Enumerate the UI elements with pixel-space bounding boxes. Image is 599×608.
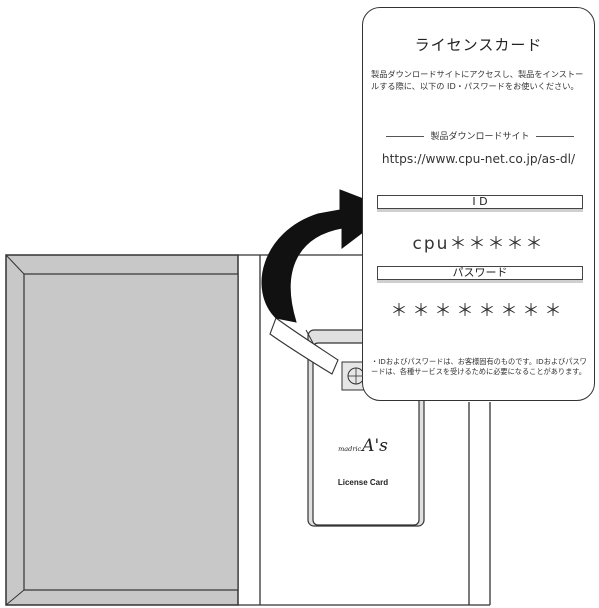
download-site-heading-text: 製品ダウンロードサイト xyxy=(430,132,530,142)
heading-rule-right xyxy=(535,136,574,137)
download-site-heading: 製品ダウンロードサイト xyxy=(373,129,587,142)
card-title: ライセンスカード xyxy=(414,36,543,54)
heading-rule-left xyxy=(386,136,425,137)
license-card: ライセンスカード 製品ダウンロードサイトにアクセスし、製品をインストールする際に… xyxy=(362,7,595,401)
package-body xyxy=(238,254,491,606)
id-value: cpu＊＊＊＊＊ xyxy=(412,234,545,254)
package-lid xyxy=(5,254,239,606)
small-card-logo-prefix: madric xyxy=(338,445,362,453)
card-note: ・IDおよびパスワードは、お客様固有のものです。IDおよびパスワードは、各種サー… xyxy=(371,357,587,376)
card-intro-text: 製品ダウンロードサイトにアクセスし、製品をインストールする際に、以下の ID・パ… xyxy=(371,69,584,91)
small-card-logo: madricA's xyxy=(318,436,408,456)
id-label: I D xyxy=(377,195,583,209)
password-label: パスワード xyxy=(377,266,583,280)
small-card-logo-mark: A's xyxy=(362,436,388,456)
password-value: ＊＊＊＊＊＊＊＊ xyxy=(390,301,567,321)
small-card-caption: License Card xyxy=(337,478,389,487)
download-url: https://www.cpu-net.co.jp/as-dl/ xyxy=(381,152,576,166)
curved-arrow-icon xyxy=(261,189,394,375)
